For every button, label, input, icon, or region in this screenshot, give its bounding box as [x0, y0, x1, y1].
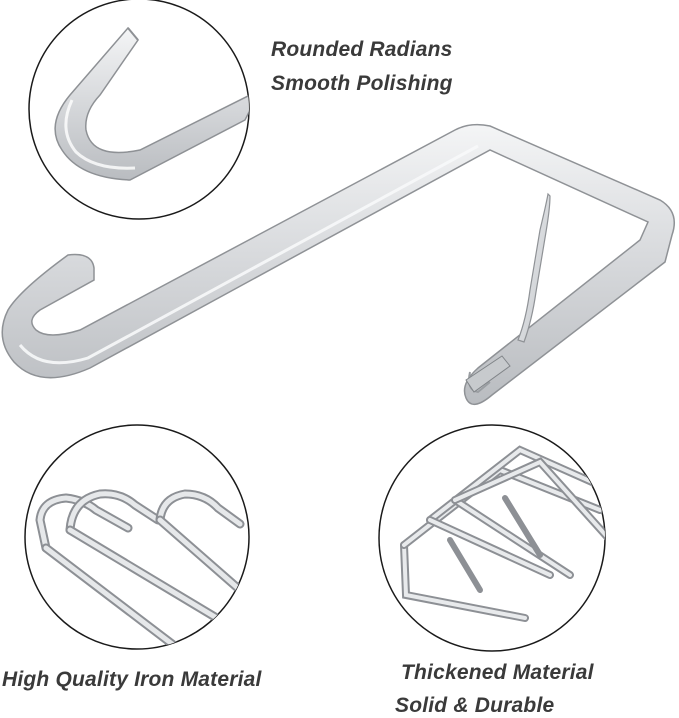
caption-smooth-polishing: Smooth Polishing — [271, 72, 453, 95]
detail-circle-rounded-bend — [28, 0, 250, 220]
detail-circle-hooks — [24, 424, 250, 650]
caption-thickened-material: Thickened Material — [401, 661, 594, 684]
caption-solid-durable: Solid & Durable — [395, 694, 555, 717]
caption-rounded-radians: Rounded Radians — [271, 38, 453, 61]
detail-circle-clips — [378, 424, 606, 652]
caption-iron-material: High Quality Iron Material — [2, 668, 262, 691]
main-hook-image — [1, 123, 675, 405]
